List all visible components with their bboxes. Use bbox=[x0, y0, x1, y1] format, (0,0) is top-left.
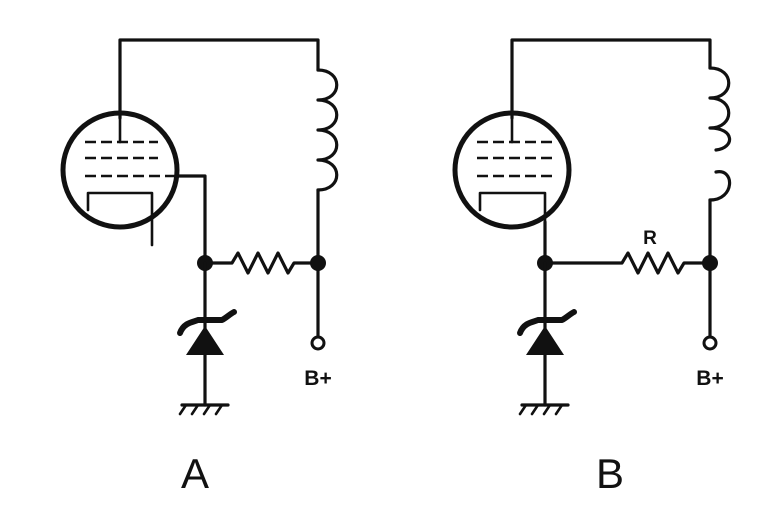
tube-envelope-a bbox=[60, 110, 180, 230]
vacuum-tube-a bbox=[60, 110, 180, 247]
supply-terminal-a bbox=[310, 335, 326, 351]
circuit-a: B+ A bbox=[60, 38, 339, 497]
junction-node-a-right bbox=[310, 255, 326, 271]
caption-b: B bbox=[596, 450, 624, 497]
vacuum-tube-b bbox=[452, 110, 572, 230]
screen-wire-a bbox=[174, 174, 207, 265]
resistor-a bbox=[203, 251, 320, 275]
caption-a: A bbox=[181, 450, 209, 497]
resistor-label-b: R bbox=[643, 228, 657, 249]
ground-symbol-a bbox=[178, 403, 230, 416]
cathode-a bbox=[86, 191, 154, 247]
inductor-coil-a bbox=[316, 68, 339, 192]
junction-node-b-right bbox=[702, 255, 718, 271]
zener-diode-b bbox=[517, 261, 577, 407]
supply-terminal-b bbox=[702, 335, 718, 351]
inductor-coil-b bbox=[708, 66, 732, 202]
supply-label-a: B+ bbox=[304, 367, 331, 390]
zener-diode-a bbox=[177, 261, 237, 407]
plate-wire-a bbox=[118, 38, 320, 120]
circuit-b: R B+ B bbox=[452, 38, 732, 497]
plate-wire-b bbox=[510, 38, 712, 120]
cathode-b bbox=[478, 191, 547, 224]
ground-symbol-b bbox=[518, 403, 570, 416]
resistor-b bbox=[543, 251, 712, 275]
supply-label-b: B+ bbox=[696, 367, 723, 390]
tube-envelope-b bbox=[452, 110, 572, 230]
